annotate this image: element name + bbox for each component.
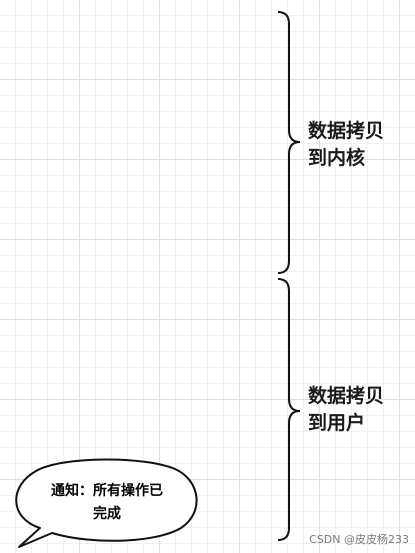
label-copy-to-kernel-line1: 数据拷贝	[308, 120, 385, 142]
callout-text: 通知：所有操作已 完成	[22, 480, 192, 526]
label-copy-to-kernel: 数据拷贝 到内核	[308, 118, 384, 172]
label-copy-to-user: 数据拷贝 到用户	[308, 383, 384, 437]
label-copy-to-user-line1: 数据拷贝	[308, 385, 385, 407]
callout-text-line1: 通知：所有操作已	[51, 483, 163, 499]
brace-lower	[277, 278, 301, 541]
label-copy-to-kernel-line2: 到内核	[308, 147, 366, 169]
callout-bubble	[15, 458, 198, 548]
label-copy-to-user-line2: 到用户	[308, 412, 366, 434]
callout-text-line2: 完成	[93, 506, 121, 522]
watermark: CSDN @皮皮杨233	[309, 533, 409, 546]
brace-upper	[277, 11, 301, 274]
